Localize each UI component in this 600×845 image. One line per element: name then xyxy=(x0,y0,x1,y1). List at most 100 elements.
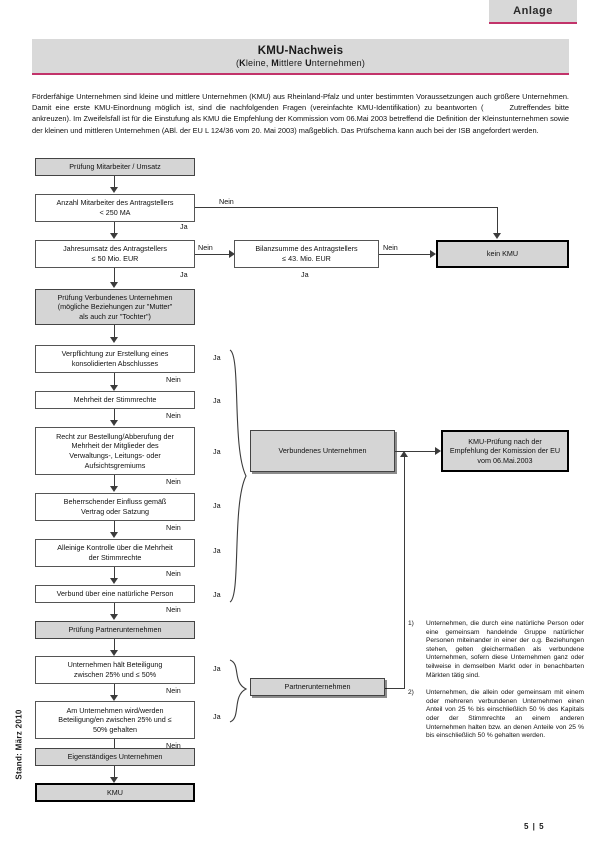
intro-text-part2: Zutreffendes bitte ankreuzen). Im Zweife… xyxy=(32,103,569,135)
connector-nein-top-v xyxy=(497,207,498,235)
connector-10 xyxy=(114,603,115,616)
arrow-11 xyxy=(110,650,118,656)
anlage-tab-label: Anlage xyxy=(513,5,553,17)
arrow-nein-2 xyxy=(229,250,235,258)
brace-partnerunternehmen xyxy=(229,659,248,723)
connector-13 xyxy=(114,739,115,752)
arrow-12 xyxy=(110,695,118,701)
node-verbund-natuerliche-person[interactable]: Verbund über eine natürliche Person xyxy=(35,585,195,603)
footnote-text: Unternehmen, die durch eine natürliche P… xyxy=(426,620,584,679)
arrow-nein-top xyxy=(493,233,501,239)
arrow-14 xyxy=(110,777,118,783)
label-nein-6: Nein xyxy=(166,477,181,486)
label-ja-7: Ja xyxy=(213,546,221,555)
arrow-1 xyxy=(110,187,118,193)
node-pruefung-mitarbeiter-umsatz[interactable]: Prüfung Mitarbeiter / Umsatz xyxy=(35,158,195,176)
arrow-8 xyxy=(110,532,118,538)
node-kmu-pruefung-eu[interactable]: KMU-Prüfung nach der Empfehlung der Komi… xyxy=(441,430,569,472)
node-konsolidierter-abschluss[interactable]: Verpflichtung zur Erstellung eines konso… xyxy=(35,345,195,373)
node-am-unternehmen-beteiligung[interactable]: Am Unternehmen wird/werden Beteiligung/e… xyxy=(35,701,195,739)
connector-14 xyxy=(114,766,115,779)
connector-9 xyxy=(114,567,115,580)
arrow-3 xyxy=(110,282,118,288)
arrow-nein-3 xyxy=(430,250,436,258)
label-nein-10: Nein xyxy=(166,686,181,695)
label-nein-9: Nein xyxy=(166,605,181,614)
connector-verbund-to-kmupruefung xyxy=(395,451,437,452)
arrow-partner-up xyxy=(400,451,408,457)
node-pruefung-partnerunternehmen[interactable]: Prüfung Partnerunternehmen xyxy=(35,621,195,639)
arrow-4 xyxy=(110,337,118,343)
brace-verbundenes-unternehmen xyxy=(229,349,247,603)
label-nein-2: Nein xyxy=(198,243,213,252)
label-ja-1: Ja xyxy=(180,222,188,231)
arrow-verbund-to-kmupruefung xyxy=(435,447,441,455)
label-ja-6: Ja xyxy=(213,501,221,510)
node-bilanzsumme[interactable]: Bilanzsumme des Antragstellers ≤ 43. Mio… xyxy=(234,240,379,268)
node-pruefung-verbundenes-unternehmen[interactable]: Prüfung Verbundenes Unternehmen (möglich… xyxy=(35,289,195,325)
stand-date: Stand: März 2010 xyxy=(14,709,24,780)
intro-text-part1: Förderfähige Unternehmen sind kleine und… xyxy=(32,92,569,113)
node-partnerunternehmen[interactable]: Partnerunternehmen xyxy=(250,678,385,696)
label-ja-3: Ja xyxy=(213,353,221,362)
node-anzahl-mitarbeiter[interactable]: Anzahl Mitarbeiter des Antragstellers < … xyxy=(35,194,195,222)
connector-12 xyxy=(114,684,115,697)
label-nein-3: Nein xyxy=(383,243,398,252)
connector-11 xyxy=(114,639,115,652)
arrow-10 xyxy=(110,614,118,620)
node-recht-bestellung[interactable]: Recht zur Bestellung/Abberufung der Mehr… xyxy=(35,427,195,475)
node-alleinige-kontrolle[interactable]: Alleinige Kontrolle über die Mehrheit de… xyxy=(35,539,195,567)
node-kmu[interactable]: KMU xyxy=(35,783,195,802)
footnotes: 1) Unternehmen, die durch eine natürlich… xyxy=(408,620,584,750)
node-eigenstaendiges-unternehmen[interactable]: Eigenständiges Unternehmen xyxy=(35,748,195,766)
node-beherrschender-einfluss[interactable]: Beherrschender Einfluss gemäß Vertrag od… xyxy=(35,493,195,521)
label-nein-11: Nein xyxy=(166,741,181,750)
connector-nein-2 xyxy=(195,254,231,255)
connector-nein-top xyxy=(195,207,498,208)
node-mehrheit-stimmrechte[interactable]: Mehrheit der Stimmrechte xyxy=(35,391,195,409)
label-nein-7: Nein xyxy=(166,523,181,532)
label-ja-5: Ja xyxy=(213,447,221,456)
label-nein-1: Nein xyxy=(219,197,234,206)
node-kein-kmu[interactable]: kein KMU xyxy=(436,240,569,268)
label-ja-4: Ja xyxy=(213,396,221,405)
label-nein-8: Nein xyxy=(166,569,181,578)
footnote-item: 1) Unternehmen, die durch eine natürlich… xyxy=(408,620,584,680)
anlage-tab: Anlage xyxy=(489,0,577,24)
label-nein-5: Nein xyxy=(166,411,181,420)
intro-paragraph: Förderfähige Unternehmen sind kleine und… xyxy=(32,91,569,136)
connector-partner-h xyxy=(385,688,405,689)
node-jahresumsatz[interactable]: Jahresumsatz des Antragstellers ≤ 50 Mio… xyxy=(35,240,195,268)
connector-6 xyxy=(114,409,115,422)
page-title: KMU-Nachweis xyxy=(257,44,344,57)
arrow-6 xyxy=(110,420,118,426)
arrow-2 xyxy=(110,233,118,239)
label-ja-10: Ja xyxy=(213,712,221,721)
node-haelt-beteiligung[interactable]: Unternehmen hält Beteiligung zwischen 25… xyxy=(35,656,195,684)
label-ja-8: Ja xyxy=(213,590,221,599)
connector-partner-riser xyxy=(404,456,405,688)
label-ja-bilanz: Ja xyxy=(301,270,309,279)
connector-4 xyxy=(114,325,115,339)
footnote-number: 2) xyxy=(408,689,414,697)
page-number: 5 | 5 xyxy=(524,822,545,831)
connector-7 xyxy=(114,475,115,488)
label-ja-2: Ja xyxy=(180,270,188,279)
page-subtitle: (Kleine, Mittlere Unternehmen) xyxy=(235,57,366,68)
connector-nein-3 xyxy=(379,254,432,255)
connector-1 xyxy=(114,176,115,189)
connector-5 xyxy=(114,373,115,387)
arrow-7 xyxy=(110,486,118,492)
connector-8 xyxy=(114,521,115,534)
footnote-text: Unternehmen, die allein oder gemeinsam m… xyxy=(426,689,584,740)
connector-3 xyxy=(114,268,115,284)
footnote-item: 2) Unternehmen, die allein oder gemeinsa… xyxy=(408,689,584,741)
document-title-bar: KMU-Nachweis (Kleine, Mittlere Unternehm… xyxy=(32,39,569,75)
node-verbundenes-unternehmen[interactable]: Verbundenes Unternehmen xyxy=(250,430,395,472)
label-nein-4: Nein xyxy=(166,375,181,384)
arrow-9 xyxy=(110,578,118,584)
arrow-5 xyxy=(110,385,118,391)
footnote-number: 1) xyxy=(408,620,414,627)
label-ja-9: Ja xyxy=(213,664,221,673)
